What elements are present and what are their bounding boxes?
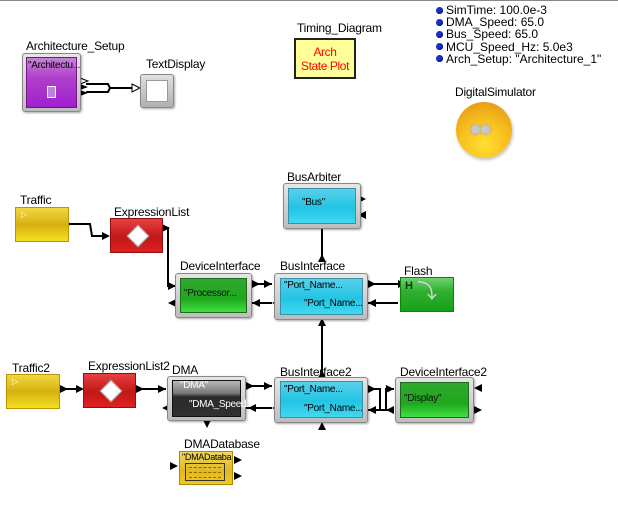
parameter-mcu-speed[interactable]: MCU_Speed_Hz: 5.0e3 xyxy=(436,40,601,53)
parameter-bus-speed[interactable]: Bus_Speed: 65.0 xyxy=(436,28,601,41)
bus-arbiter-label: BusArbiter xyxy=(287,170,342,184)
flash-label: Flash xyxy=(404,264,433,278)
parameter-dot-icon xyxy=(436,18,443,26)
parameter-simtime[interactable]: SimTime: 100.0e-3 xyxy=(436,4,601,16)
bus-arbiter-text: "Bus" xyxy=(302,197,325,208)
text-display-actor[interactable] xyxy=(140,74,174,108)
traffic2-actor[interactable]: ▷ xyxy=(6,374,60,409)
play-icon: ▷ xyxy=(12,377,19,386)
architecture-setup-actor[interactable]: "Architectu... xyxy=(22,53,81,112)
dma-database-actor[interactable]: "DMADataba xyxy=(179,451,233,485)
timing-diagram-line2: State Plot xyxy=(300,59,350,73)
device-interface-text: "Processor... xyxy=(184,288,237,299)
digital-simulator-label: DigitalSimulator xyxy=(455,85,536,99)
traffic2-label: Traffic2 xyxy=(12,361,50,375)
dma-text1: "DMA" xyxy=(180,380,208,391)
bus-interface2-label: BusInterface2 xyxy=(280,365,352,379)
diamond-icon xyxy=(99,379,123,403)
digital-simulator-director[interactable]: ✸✸ xyxy=(456,102,512,158)
device-interface2-text: "Display" xyxy=(404,393,442,404)
parameter-dma-speed[interactable]: DMA_Speed: 65.0 xyxy=(436,16,601,28)
architecture-setup-text: "Architectu... xyxy=(28,60,81,71)
bus-interface2-port2: "Port_Name... xyxy=(304,403,363,414)
timing-diagram-actor[interactable]: Arch State Plot xyxy=(294,38,356,79)
dma-database-text: "DMADataba xyxy=(182,452,232,462)
dma-database-label: DMADatabase xyxy=(184,437,260,451)
wire-traffic-to-exprlist xyxy=(70,223,108,237)
device-interface-label: DeviceInterface xyxy=(180,259,261,273)
bus-interface2-port1: "Port_Name... xyxy=(284,384,343,395)
dma-label: DMA xyxy=(172,363,199,377)
expression-list2-label: ExpressionList2 xyxy=(88,359,170,373)
bus-interface-port1: "Port_Name... xyxy=(284,280,343,291)
timing-diagram-line1: Arch xyxy=(313,45,337,59)
dma-actor[interactable]: "DMA" "DMA_Speed. xyxy=(167,376,249,421)
dma-text2: "DMA_Speed. xyxy=(189,399,249,410)
device-interface2-label: DeviceInterface2 xyxy=(400,365,487,379)
flash-glyph: H xyxy=(405,280,413,292)
wire-arch-to-display xyxy=(86,83,134,89)
expression-list-label: ExpressionList xyxy=(114,205,190,219)
bus-interface-label: BusInterface xyxy=(280,259,345,273)
text-display-label: TextDisplay xyxy=(146,57,206,71)
bus-interface-port2: "Port_Name... xyxy=(304,298,363,309)
parameter-dot-icon xyxy=(436,6,443,14)
parameter-dot-icon xyxy=(436,55,443,63)
play-icon: ▷ xyxy=(21,210,28,219)
flash-actor[interactable]: H ⤵ xyxy=(400,277,454,312)
bus-interface2-actor[interactable]: "Port_Name... "Port_Name... xyxy=(274,377,368,423)
diamond-icon xyxy=(126,224,150,248)
canvas-top-border xyxy=(0,0,618,1)
timing-diagram-label: Timing_Diagram xyxy=(297,21,382,35)
parameter-list: SimTime: 100.0e-3 DMA_Speed: 65.0 Bus_Sp… xyxy=(436,4,601,65)
traffic-actor[interactable]: ▷ xyxy=(15,207,69,242)
parameter-arch-setup[interactable]: Arch_Setup: "Architecture_1" xyxy=(436,53,601,65)
bus-arbiter-actor[interactable]: "Bus" xyxy=(283,183,361,229)
expression-list2-actor[interactable] xyxy=(83,373,136,408)
bus-interface-actor[interactable]: "Port_Name... "Port_Name... xyxy=(274,273,368,320)
architecture-setup-label: Architecture_Setup xyxy=(26,39,125,53)
expression-list-actor[interactable] xyxy=(110,218,163,253)
gears-icon: ✸✸ xyxy=(468,120,493,140)
wire-arch-to-display-2 xyxy=(86,87,111,93)
wire-busif2-to-devif2 xyxy=(368,388,394,411)
device-interface-actor[interactable]: "Processor... xyxy=(175,273,252,318)
document-icon xyxy=(47,86,56,98)
table-icon xyxy=(185,463,225,481)
traffic-label: Traffic xyxy=(20,193,52,207)
device-interface2-actor[interactable]: "Display" xyxy=(395,377,474,423)
curved-arrow-icon: ⤵ xyxy=(417,281,437,303)
parameter-dot-icon xyxy=(436,31,443,38)
parameter-dot-icon xyxy=(436,43,443,51)
